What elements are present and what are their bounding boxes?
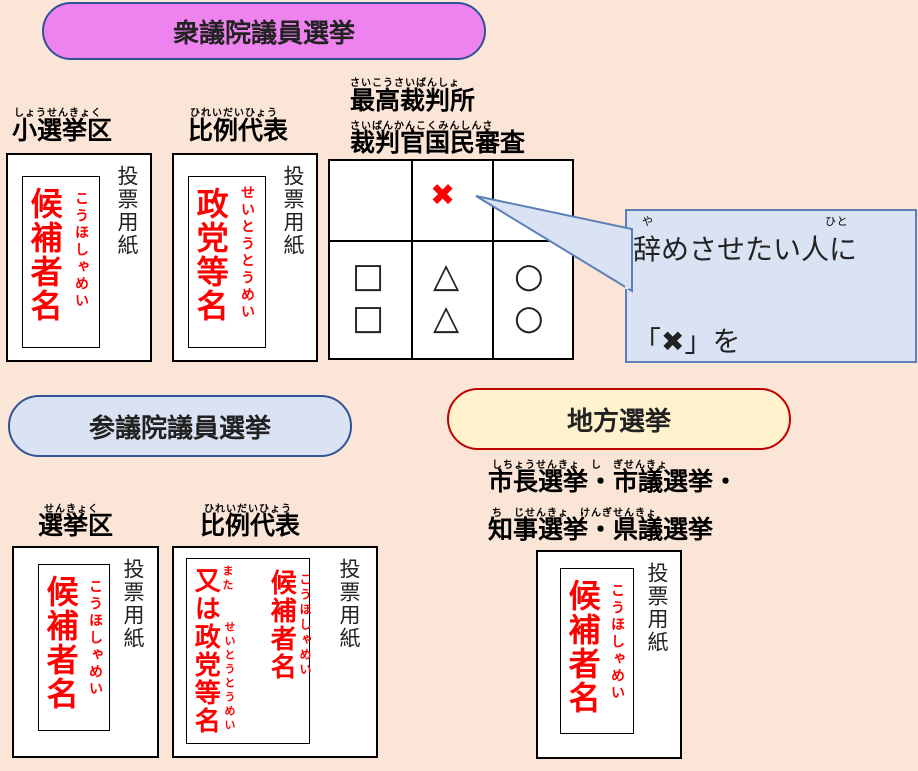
ballot-label: 投票用紙 — [645, 562, 669, 654]
callout-line-1: 辞めさせたい人に — [633, 233, 858, 266]
ruby-supreme-court-2: さいばんかんこくみんしんさ — [350, 121, 494, 132]
heading-local-1: 市長選挙・市議選挙・ — [488, 467, 739, 496]
ballot-name-box: 候補者名 こうほしゃめい — [22, 176, 100, 348]
square-mark: □ — [352, 298, 385, 338]
callout-line-2: 「✖」を — [633, 325, 741, 358]
ruby-local-2: ち じせんきょ けんぎせんきょ — [492, 508, 657, 519]
party-reading: せいとうとうめい — [223, 621, 236, 733]
candidate-reading: こうほしゃめい — [73, 191, 89, 310]
ruby-constituency: せんきょく — [44, 504, 99, 515]
heading-supreme-court-1: 最高裁判所 — [350, 86, 476, 115]
callout-ruby-ya: や — [642, 215, 654, 228]
ballot-name-box: 候補者名 こうほしゃめい 又は また 政党等名 せいとうとうめい — [186, 558, 312, 744]
ballot-local: 候補者名 こうほしゃめい 投票用紙 — [536, 550, 682, 759]
ballot-proportional-hc: 候補者名 こうほしゃめい 又は また 政党等名 せいとうとうめい 投票用紙 — [172, 546, 378, 758]
pill-label: 地方選挙 — [566, 406, 671, 437]
or-reading: また — [221, 565, 234, 593]
review-ballot-grid: ✖ □ □ △ △ ○ ○ — [328, 159, 574, 360]
ballot-proportional-hr: 政党等名 せいとうとうめい 投票用紙 — [172, 153, 318, 362]
ballot-label: 投票用紙 — [115, 165, 139, 257]
ruby-proportional-hc: ひれいだいひょう — [204, 504, 292, 515]
ruby-single-member: しょうせんきょく — [14, 108, 102, 119]
circle-mark: ○ — [514, 256, 544, 296]
triangle-mark: △ — [433, 256, 460, 296]
heading-proportional-hc: 比例代表 — [200, 511, 301, 540]
pill-local-election: 地方選挙 — [447, 388, 791, 450]
ruby-local-1: しちょうせんきょ し ぎせんきょ — [492, 460, 668, 471]
candidate-name: 候補者名 — [41, 575, 80, 711]
ballot-label: 投票用紙 — [121, 558, 145, 650]
ballot-name-box: 候補者名 こうほしゃめい — [38, 564, 110, 731]
ruby-supreme-court-1: さいこうさいばんしょ — [350, 78, 460, 89]
cross-mark: ✖ — [430, 178, 456, 213]
party-name: 政党等名 — [190, 623, 221, 735]
heading-supreme-court-2: 裁判官国民審査 — [350, 128, 526, 157]
or-text: 又は — [190, 567, 221, 623]
ruby-proportional-hr: ひれいだいひょう — [190, 108, 278, 119]
candidate-reading: こうほしゃめい — [609, 583, 625, 702]
circle-mark: ○ — [514, 298, 544, 338]
candidate-name: 候補者名 — [563, 579, 602, 715]
heading-constituency: 選挙区 — [38, 511, 114, 540]
square-mark: □ — [352, 256, 385, 296]
heading-single-member: 小選挙区 — [12, 116, 113, 145]
party-reading: せいとうとうめい — [239, 185, 255, 321]
ballot-single-member: 候補者名 こうほしゃめい 投票用紙 — [6, 153, 152, 362]
pill-label: 参議院議員選挙 — [88, 413, 271, 444]
ballot-constituency: 候補者名 こうほしゃめい 投票用紙 — [12, 546, 159, 758]
ballot-name-box: 候補者名 こうほしゃめい — [560, 568, 634, 734]
heading-local-2: 知事選挙・県議選挙 — [488, 515, 714, 544]
pill-house-of-councillors: 参議院議員選挙 — [8, 395, 352, 457]
ballot-label: 投票用紙 — [281, 165, 305, 257]
callout-ruby-hito: ひと — [825, 215, 849, 228]
candidate-reading: こうほしゃめい — [298, 573, 312, 678]
party-name: 政党等名 — [191, 187, 230, 323]
candidate-name: 候補者名 — [25, 187, 64, 323]
candidate-reading: こうほしゃめい — [87, 579, 103, 698]
ballot-name-box: 政党等名 せいとうとうめい — [188, 176, 266, 348]
pill-house-of-representatives: 衆議院議員選挙 — [42, 2, 486, 60]
candidate-name: 候補者名 — [266, 569, 297, 681]
pill-label: 衆議院議員選挙 — [172, 18, 355, 49]
heading-proportional-hr: 比例代表 — [188, 116, 289, 145]
ballot-label: 投票用紙 — [337, 558, 361, 650]
triangle-mark: △ — [433, 298, 460, 338]
